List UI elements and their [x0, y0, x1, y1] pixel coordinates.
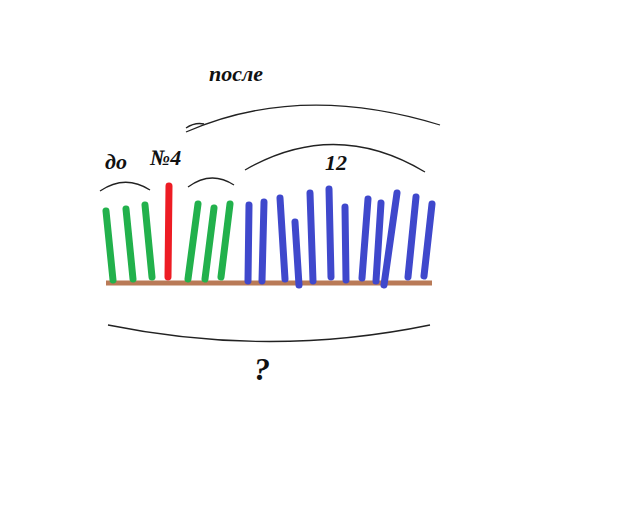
green-stick — [188, 204, 198, 279]
blue-stick — [424, 204, 432, 276]
blue-stick — [310, 193, 313, 281]
blue-stick — [345, 207, 346, 280]
bracket — [100, 182, 150, 191]
bracket-tail — [186, 124, 204, 129]
bracket — [188, 178, 234, 187]
green-stick — [205, 208, 214, 279]
blue-stick — [384, 193, 397, 285]
green-stick — [106, 211, 113, 280]
blue-stick — [262, 202, 264, 281]
bracket — [186, 105, 440, 132]
green-stick — [221, 204, 230, 277]
blue-stick — [362, 199, 368, 278]
blue-stick — [329, 189, 331, 277]
green-stick — [126, 209, 133, 279]
red-stick — [168, 186, 169, 277]
green-stick — [145, 205, 152, 277]
count-label: 12 — [323, 151, 349, 175]
total-after-label: после — [207, 62, 265, 86]
blue-stick — [248, 205, 249, 281]
blue-stick — [280, 198, 285, 279]
blue-sticks — [248, 189, 432, 285]
bracket — [108, 325, 430, 342]
position-number: №4 — [148, 146, 183, 170]
blue-stick — [295, 222, 299, 285]
before-label: до — [103, 150, 129, 174]
question-mark: ? — [252, 352, 272, 387]
blue-stick — [408, 197, 416, 277]
brackets — [100, 105, 440, 341]
blue-stick — [376, 203, 381, 281]
